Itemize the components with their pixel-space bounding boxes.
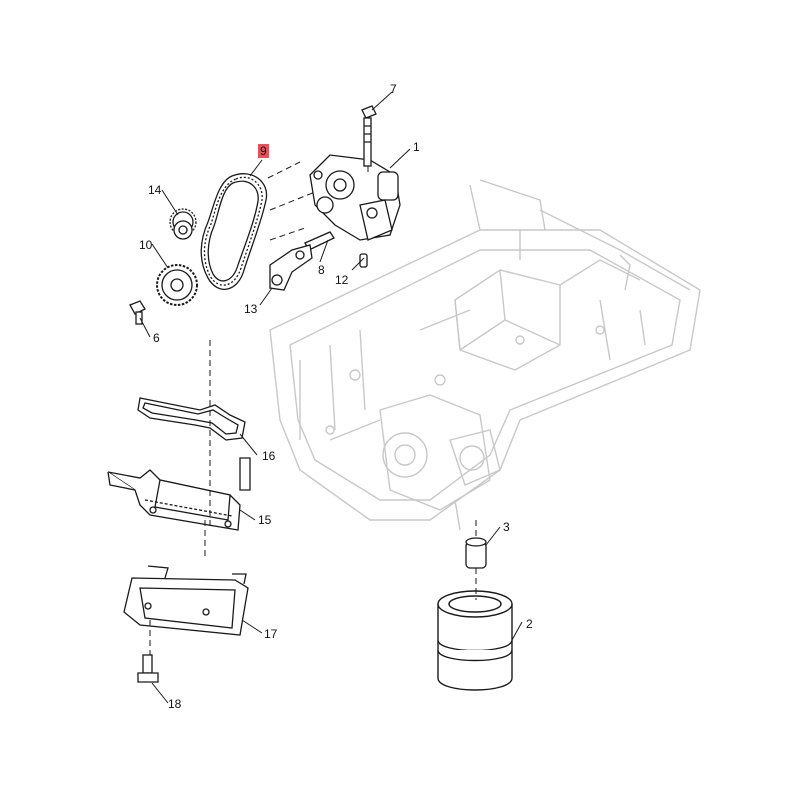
bolt-7 [361, 105, 377, 167]
callout-6: 6 [153, 331, 160, 345]
bolt-18 [137, 654, 159, 683]
chain-9 [200, 173, 268, 290]
callout-17: 17 [264, 627, 278, 641]
callout-9-highlighted: 9 [258, 144, 269, 158]
callout-18: 18 [168, 697, 182, 711]
callout-12: 12 [335, 273, 349, 287]
tensioner-13 [269, 244, 313, 291]
dowel-12 [359, 253, 368, 268]
adapter-3 [465, 537, 487, 569]
oil-pump [309, 154, 401, 241]
callout-3: 3 [503, 520, 510, 534]
bolt-6 [129, 300, 146, 325]
callout-16: 16 [262, 449, 276, 463]
callout-8: 8 [318, 263, 325, 277]
sprocket-14 [169, 208, 197, 240]
callout-10: 10 [139, 238, 153, 252]
leader-lines [139, 91, 523, 704]
oil-filter-2 [437, 590, 513, 691]
bracket-17 [123, 565, 249, 636]
callout-13: 13 [244, 302, 258, 316]
gasket-16 [137, 397, 246, 441]
callout-14: 14 [148, 183, 162, 197]
engine-block-ghost [269, 179, 701, 531]
callout-15: 15 [258, 513, 272, 527]
sprocket-10 [156, 264, 198, 306]
callout-7: 7 [390, 82, 397, 96]
callout-2: 2 [526, 617, 533, 631]
oil-cooler-15 [107, 457, 251, 531]
alignment-lines [149, 161, 477, 655]
callout-1: 1 [413, 140, 420, 154]
